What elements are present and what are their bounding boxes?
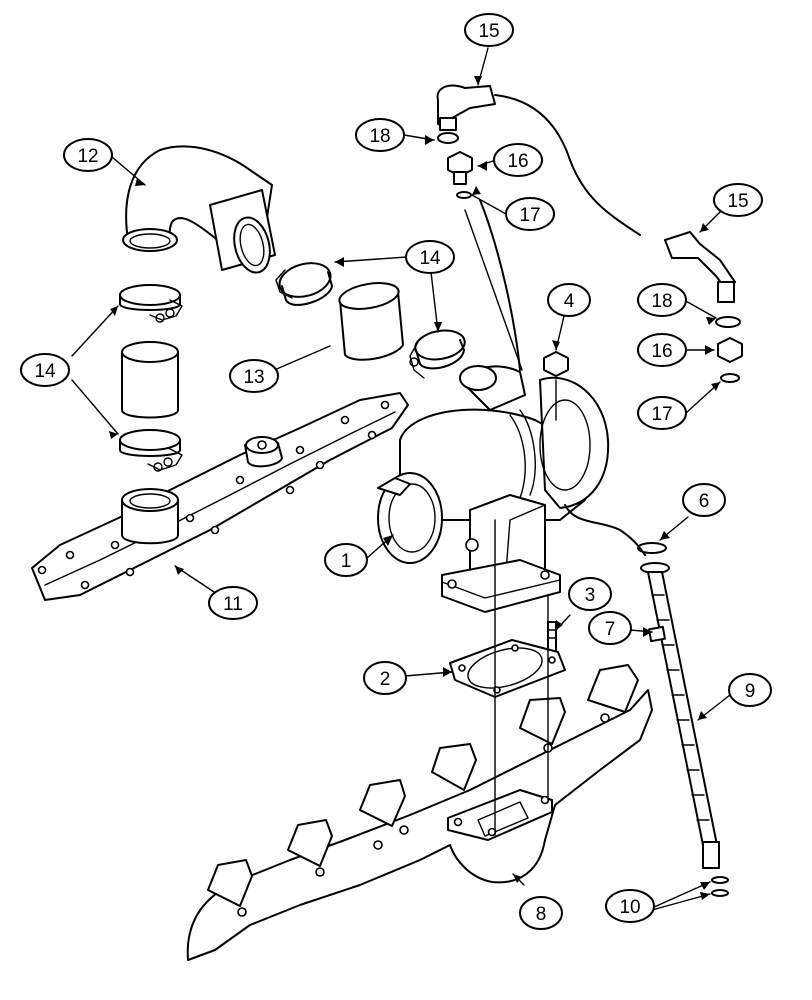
- svg-text:7: 7: [605, 619, 616, 640]
- svg-text:14: 14: [419, 248, 441, 269]
- callout-4: 4: [547, 283, 591, 317]
- svg-text:1: 1: [341, 551, 352, 572]
- svg-text:8: 8: [536, 904, 547, 925]
- callout-17-right: 17: [637, 396, 687, 430]
- hose-clamp-icon: [275, 262, 333, 306]
- callout-16-top: 16: [493, 143, 543, 177]
- callout-15-right: 15: [713, 183, 763, 217]
- callout-14-left: 14: [20, 353, 70, 387]
- svg-text:17: 17: [651, 404, 672, 425]
- callout-1: 1: [324, 543, 368, 577]
- intake-manifold-icon: [31, 392, 409, 601]
- hose-sleeve-icon: [338, 282, 404, 361]
- callout-9: 9: [728, 673, 772, 707]
- svg-text:11: 11: [223, 594, 243, 615]
- callout-3: 3: [568, 577, 612, 611]
- svg-text:18: 18: [369, 126, 390, 147]
- svg-text:15: 15: [478, 21, 499, 42]
- svg-text:3: 3: [585, 585, 596, 606]
- callout-14-top: 14: [405, 240, 455, 274]
- svg-text:9: 9: [745, 681, 756, 702]
- oil-drain-tube-icon: [637, 542, 729, 897]
- callout-13: 13: [229, 359, 279, 393]
- callout-7: 7: [588, 611, 632, 645]
- hose-clamp-icon: [119, 429, 183, 472]
- stud-icon: [547, 621, 557, 653]
- svg-text:17: 17: [519, 205, 540, 226]
- alignment-lines: [464, 209, 549, 836]
- svg-text:18: 18: [651, 291, 672, 312]
- turbocharger-icon: [377, 365, 610, 613]
- callout-12: 12: [63, 138, 113, 172]
- callout-8: 8: [519, 896, 563, 930]
- callout-18-right: 18: [637, 283, 687, 317]
- svg-text:13: 13: [243, 367, 264, 388]
- svg-text:14: 14: [34, 361, 56, 382]
- oil-supply-line-icon: [436, 84, 743, 556]
- callout-10: 10: [605, 889, 655, 923]
- callout-2: 2: [363, 661, 407, 695]
- elbow-tube-icon: [122, 145, 276, 274]
- svg-text:16: 16: [507, 151, 528, 172]
- svg-text:16: 16: [651, 341, 672, 362]
- callout-15-top: 15: [464, 13, 514, 47]
- callout-18-top: 18: [355, 118, 405, 152]
- svg-text:12: 12: [77, 146, 98, 167]
- nut-icon: [543, 351, 569, 421]
- svg-text:4: 4: [564, 291, 575, 312]
- callout-11: 11: [208, 586, 258, 620]
- hose-sleeve-icon: [121, 341, 179, 419]
- hose-clamp-icon: [119, 284, 183, 323]
- hose-clamp-icon: [409, 329, 466, 379]
- callout-17-top: 17: [505, 197, 555, 231]
- callout-16-right: 16: [637, 333, 687, 367]
- svg-text:15: 15: [727, 191, 748, 212]
- svg-text:10: 10: [619, 897, 640, 918]
- callout-6: 6: [682, 483, 726, 517]
- exhaust-manifold-icon: [186, 664, 653, 961]
- svg-text:6: 6: [699, 491, 710, 512]
- gasket-icon: [449, 639, 566, 698]
- svg-text:2: 2: [380, 669, 391, 690]
